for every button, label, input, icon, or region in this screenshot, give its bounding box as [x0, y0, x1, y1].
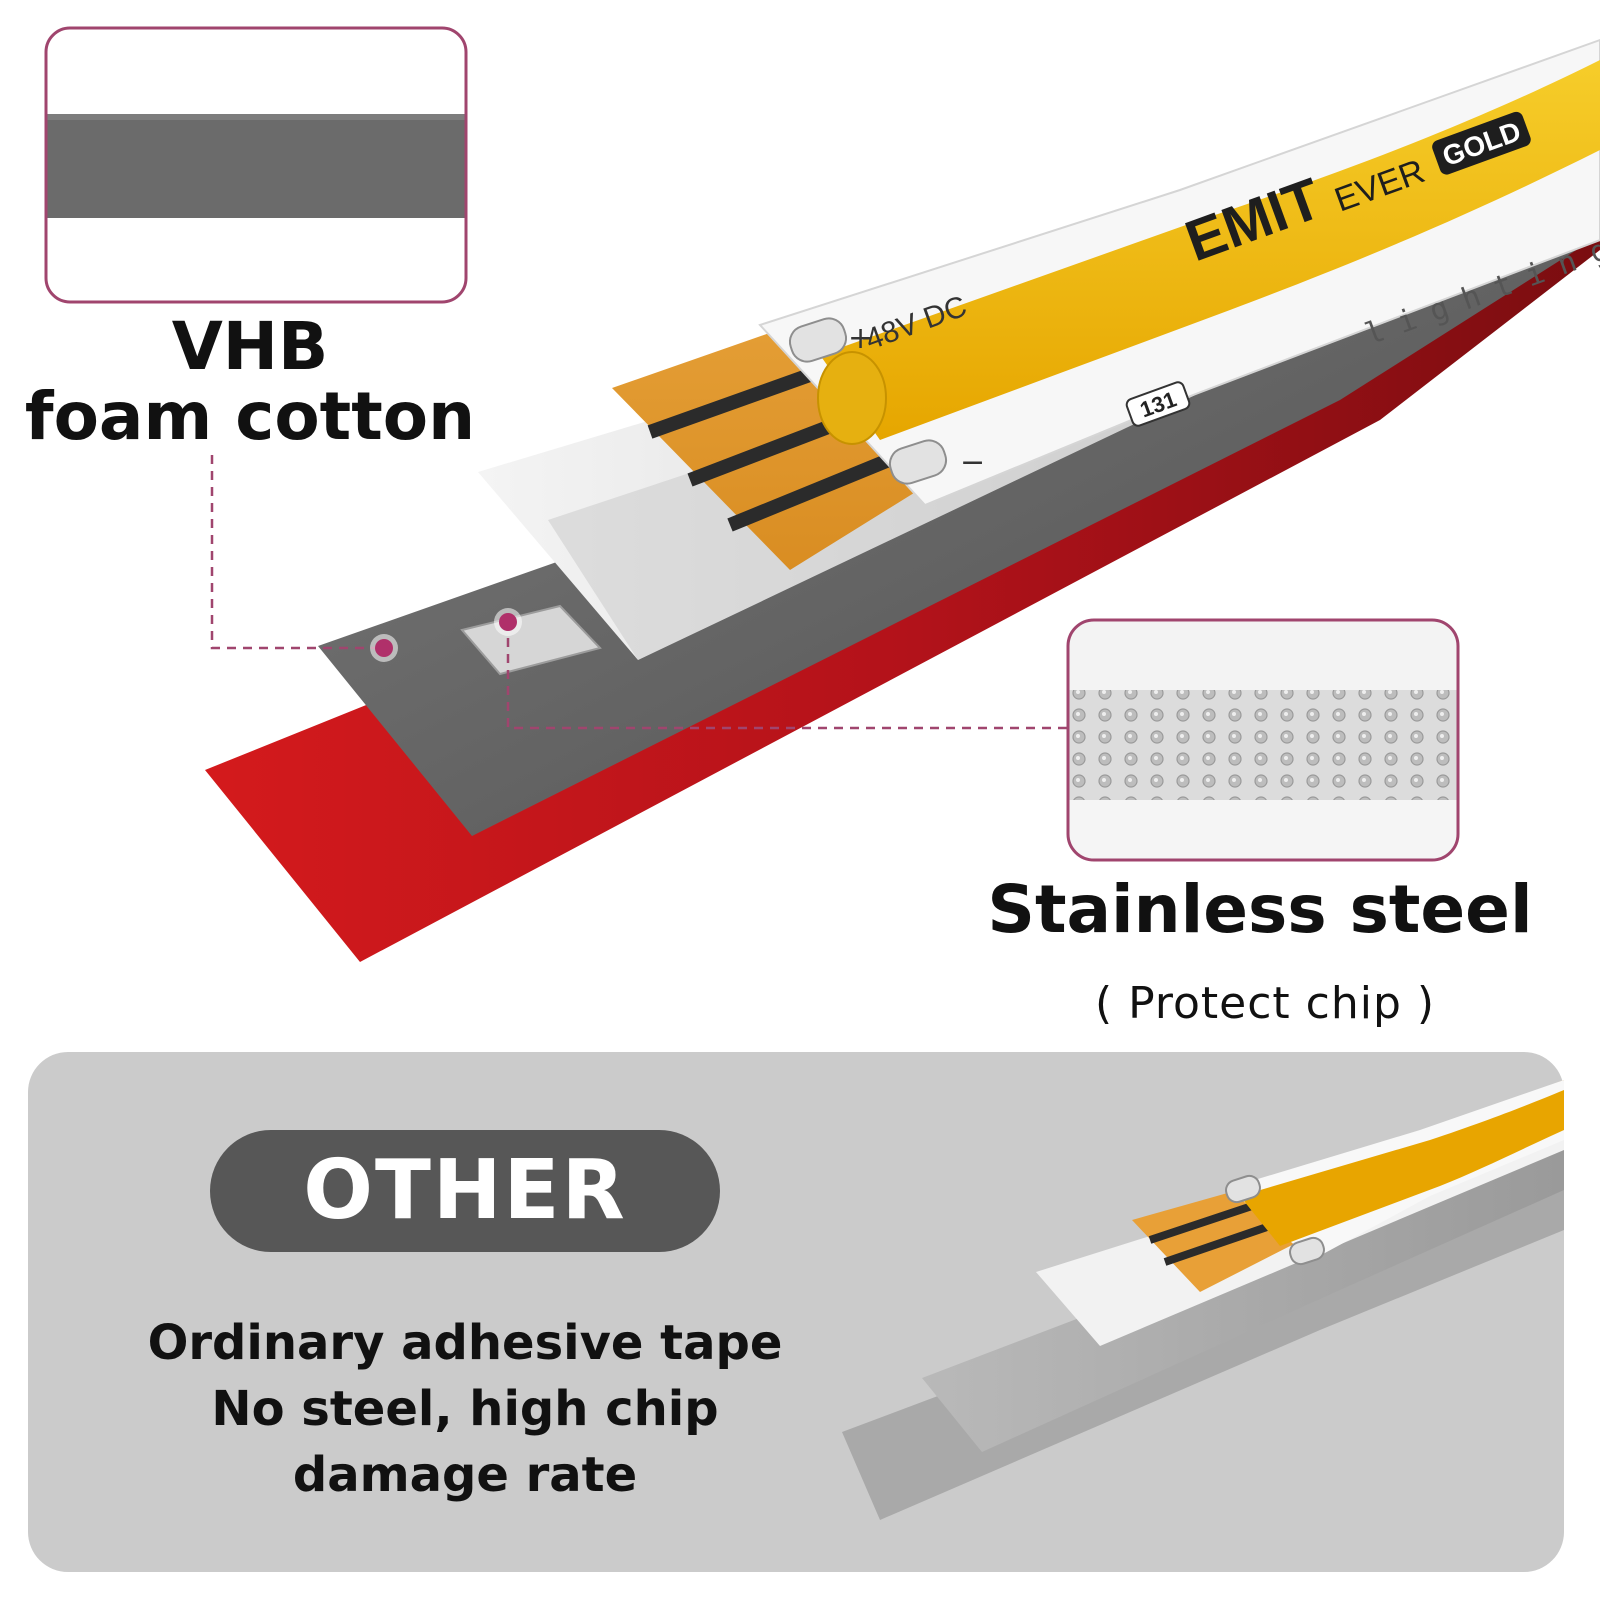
other-desc-line3: damage rate — [292, 1447, 638, 1503]
negative-mark: − — [960, 445, 985, 480]
positive-solder-pad — [788, 317, 848, 363]
vhb-title-line2: foam cotton — [24, 378, 476, 455]
other-desc-line1: Ordinary adhesive tape — [147, 1315, 783, 1371]
vhb-leader-dot — [370, 634, 398, 662]
steel-leader-line — [506, 622, 1068, 730]
vhb-leader-line — [210, 455, 382, 650]
cob-yellow-light-band — [820, 60, 1600, 440]
vhb-title-line1: VHB — [171, 308, 329, 385]
positive-mark: + — [848, 321, 873, 356]
vhb-callout-title: VHB foam cotton — [20, 312, 480, 452]
steel-callout-subtitle: ( Protect chip ) — [1094, 978, 1436, 1029]
vhb-foam-closeup — [46, 114, 466, 218]
layered-strip: EMIT EVER GOLD lighting 48V DC 131 + − — [205, 38, 1600, 962]
other-description: Ordinary adhesive tape No steel, high ch… — [120, 1310, 810, 1508]
steel-closeup-bottom — [1068, 800, 1458, 860]
steel-leader-dot — [494, 608, 522, 636]
steel-closeup-top — [1068, 620, 1458, 690]
other-badge: OTHER — [210, 1130, 720, 1252]
negative-solder-pad — [888, 439, 948, 485]
leader-lines — [210, 455, 1068, 730]
steel-callout-title: Stainless steel — [987, 871, 1533, 948]
vhb-detail-callout — [44, 26, 468, 304]
cob-band-end — [817, 351, 887, 445]
other-desc-line2: No steel, high chip — [211, 1381, 719, 1437]
steel-detail-callout — [1066, 618, 1460, 862]
